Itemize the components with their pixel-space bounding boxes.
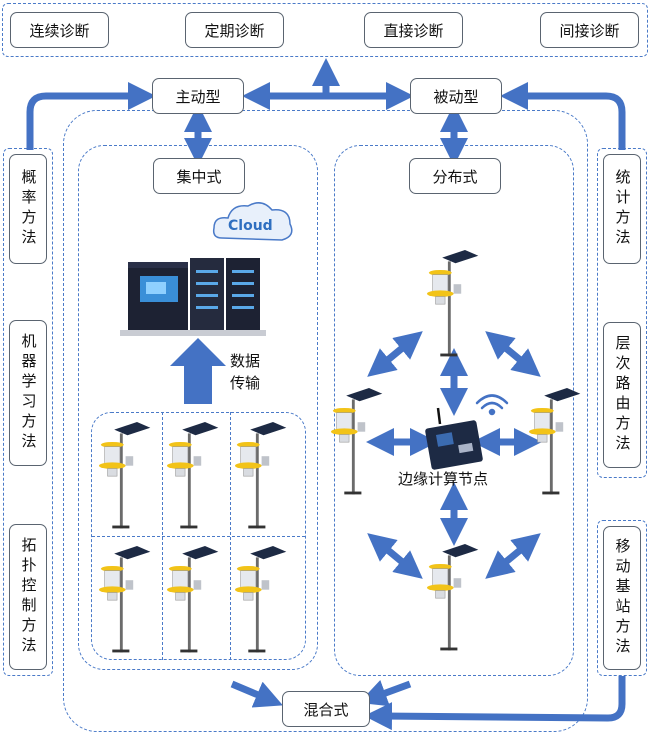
insect-trap-lamp-icon	[235, 422, 287, 529]
insect-trap-lamp-icon	[427, 250, 479, 357]
insect-trap-lamp-icon	[529, 388, 581, 495]
insect-trap-lamp-icon	[235, 546, 287, 653]
method-continuous-diagnosis: 连续诊断	[10, 12, 109, 48]
trap-grid-hline	[92, 536, 305, 537]
hierarchical-routing-method-label: 层次路由方法	[613, 335, 632, 455]
arrow-node-bottom-left	[367, 533, 423, 579]
statistical-method-box: 统计方法	[603, 154, 641, 264]
machine-learning-method-label: 机器学习方法	[19, 333, 38, 453]
probability-method-box: 概率方法	[9, 154, 47, 264]
cloud-icon	[212, 202, 293, 241]
distributed-label: 分布式	[432, 167, 478, 186]
centralized-label: 集中式	[176, 167, 222, 186]
edge-node-board-icon	[425, 407, 483, 470]
arrow-left-to-hybrid	[230, 680, 283, 708]
mobile-base-station-method-box: 移动基站方法	[603, 526, 641, 670]
cloud-label: Cloud	[228, 218, 273, 234]
method-periodic-diagnosis: 定期诊断	[185, 12, 284, 48]
method-direct-diagnosis: 直接诊断	[364, 12, 463, 48]
topology-control-method-label: 拓扑控制方法	[19, 537, 38, 657]
arrow-left-to-active	[26, 82, 156, 150]
hybrid-box: 混合式	[282, 691, 370, 727]
arrow-right-to-hybrid	[358, 680, 412, 707]
trap-grid-vline-1	[162, 412, 163, 660]
arrow-node-top-left	[367, 331, 423, 377]
arrow-node-bottom-right	[485, 533, 541, 579]
server-icon	[120, 258, 266, 336]
hierarchical-routing-method-box: 层次路由方法	[603, 322, 641, 468]
trap-grid-container	[91, 412, 306, 660]
insect-trap-lamp-icon	[331, 388, 383, 495]
hybrid-label: 混合式	[303, 700, 349, 719]
top-methods-container	[2, 3, 648, 57]
insect-trap-lamp-icon	[167, 422, 219, 529]
distributed-box: 分布式	[409, 158, 501, 194]
arrow-right-to-passive	[500, 82, 626, 150]
trap-grid-vline-2	[230, 412, 231, 660]
edge-computing-node-label: 边缘计算节点	[398, 470, 489, 488]
method-label: 间接诊断	[559, 21, 620, 40]
topology-control-method-box: 拓扑控制方法	[9, 524, 47, 670]
insect-trap-lamp-icon	[99, 422, 151, 529]
arrow-node-top-right	[485, 331, 541, 377]
active-type-label: 主动型	[175, 87, 221, 106]
insect-trap-lamp-icon	[167, 546, 219, 653]
arrow-mobile-to-hybrid	[364, 676, 626, 731]
active-type-box: 主动型	[152, 78, 244, 114]
passive-type-box: 被动型	[410, 78, 502, 114]
insect-trap-lamp-icon	[99, 546, 151, 653]
data-transfer-label-line-2: 传输	[230, 374, 261, 392]
statistical-method-label: 统计方法	[613, 169, 632, 249]
data-transfer-label-line-1: 数据	[230, 352, 261, 370]
centralized-box: 集中式	[153, 158, 245, 194]
mobile-base-station-method-label: 移动基站方法	[613, 538, 632, 658]
insect-trap-lamp-icon	[427, 544, 479, 651]
right-methods-container-2	[597, 520, 647, 676]
passive-type-label: 被动型	[433, 87, 479, 106]
wifi-icon	[475, 394, 509, 416]
machine-learning-method-box: 机器学习方法	[9, 320, 47, 466]
method-label: 连续诊断	[29, 21, 90, 40]
data-transfer-arrow	[170, 338, 226, 404]
probability-method-label: 概率方法	[19, 169, 38, 249]
method-indirect-diagnosis: 间接诊断	[540, 12, 639, 48]
method-label: 直接诊断	[383, 21, 444, 40]
method-label: 定期诊断	[204, 21, 265, 40]
outer-architecture-container	[63, 110, 588, 732]
